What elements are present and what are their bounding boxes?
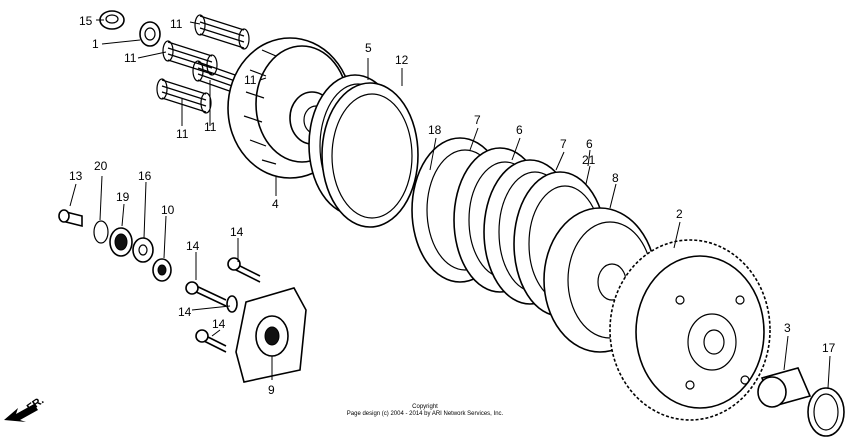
label-2: 2	[676, 207, 683, 221]
label-21: 21	[582, 153, 596, 167]
label-11-a: 11	[170, 17, 183, 31]
label-9: 9	[268, 383, 275, 397]
leader-lines	[69, 19, 831, 389]
part-20-snap-ring	[93, 220, 109, 244]
label-11-b: 11	[124, 51, 137, 65]
label-7-b: 7	[560, 137, 567, 151]
label-4: 4	[272, 197, 279, 211]
label-13: 13	[69, 169, 83, 183]
label-11-d: 11	[204, 120, 217, 134]
label-10: 10	[161, 203, 175, 217]
label-7-a: 7	[474, 113, 481, 127]
part-9-lifter-plate	[235, 287, 307, 383]
label-14-d: 14	[212, 317, 226, 331]
label-11-c: 11	[176, 127, 189, 141]
label-1: 1	[92, 37, 99, 51]
part-10-washer	[152, 258, 172, 282]
label-20: 20	[94, 159, 108, 173]
copyright-notice: Page design (c) 2004 - 2014 by ARI Netwo…	[347, 411, 504, 417]
label-3: 3	[784, 321, 791, 335]
part-13-pin	[58, 209, 83, 228]
label-19: 19	[116, 190, 130, 204]
part-1-washer	[139, 21, 161, 47]
part-19-bearing	[109, 227, 133, 257]
label-14-b: 14	[230, 225, 244, 239]
part-14-bolts	[185, 257, 261, 353]
label-16: 16	[138, 169, 152, 183]
copyright-heading: Copyright	[412, 404, 438, 410]
label-12: 12	[395, 53, 409, 67]
label-8: 8	[612, 171, 619, 185]
label-15: 15	[79, 14, 93, 28]
label-14-c: 14	[178, 305, 192, 319]
label-11-e: 11	[244, 73, 257, 87]
part-17-washer	[807, 387, 845, 437]
part-2-clutch-outer	[609, 239, 771, 421]
label-6-a: 6	[516, 123, 523, 137]
part-labels: 15 1 11 11 11 11 11 5 12 4 18 7 6 7 6 21…	[69, 14, 836, 397]
part-16-washer	[132, 237, 154, 263]
part-3-collar	[757, 367, 812, 408]
part-12-ring	[321, 82, 419, 228]
label-5: 5	[365, 41, 372, 55]
label-18: 18	[428, 123, 442, 137]
label-17: 17	[822, 341, 836, 355]
front-direction-arrow-icon	[4, 404, 38, 422]
label-14-a: 14	[186, 239, 200, 253]
label-6-b: 6	[586, 137, 593, 151]
